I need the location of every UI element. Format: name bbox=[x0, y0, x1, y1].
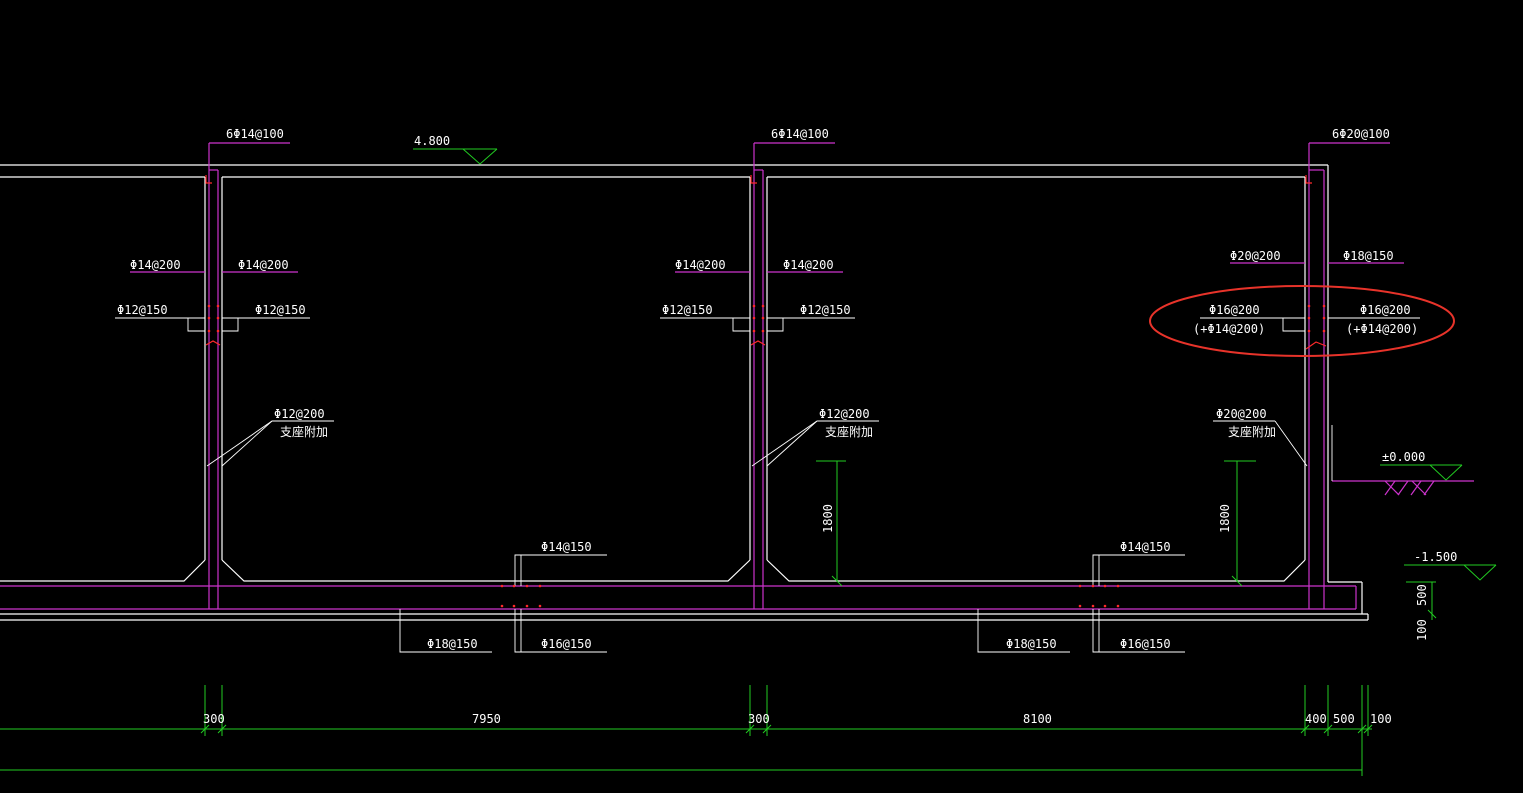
col1-upper-left: Φ14@200 bbox=[130, 258, 181, 272]
col3-top-bars: 6Φ20@100 bbox=[1332, 127, 1390, 141]
col2-haunch-bar: Φ12@200 bbox=[819, 407, 870, 421]
dim-bay1-span: 7950 bbox=[472, 712, 501, 726]
dim-blinding-edge: 100 bbox=[1370, 712, 1392, 726]
col3-upper-right: Φ18@150 bbox=[1343, 249, 1394, 263]
bay2-slab-bottom-left: Φ18@150 bbox=[1006, 637, 1057, 651]
vertical-dims: 1800 1800 500 100 bbox=[816, 460, 1437, 641]
col3-haunch-note: 支座附加 bbox=[1228, 424, 1276, 439]
col3-mid-left-extra: (+Φ14@200) bbox=[1193, 322, 1265, 336]
dim-slab-thickness: 500 bbox=[1415, 584, 1429, 606]
elevation-marker-ground: ±0.000 bbox=[1380, 450, 1463, 481]
dim-overhang: 500 bbox=[1333, 712, 1355, 726]
col2-mid-right: Φ12@150 bbox=[800, 303, 851, 317]
col2-upper-right: Φ14@200 bbox=[783, 258, 834, 272]
wall-outlines bbox=[0, 164, 1369, 621]
slab-labels: Φ14@150 Φ18@150 Φ16@150 Φ14@150 Φ18@150 … bbox=[427, 540, 1171, 651]
col2-mid-left: Φ12@150 bbox=[662, 303, 713, 317]
elevation-bottom-label: -1.500 bbox=[1414, 550, 1457, 564]
dim-bay2-height: 1800 bbox=[1218, 504, 1232, 533]
col1-top-bars: 6Φ14@100 bbox=[226, 127, 284, 141]
dim-bay1-height: 1800 bbox=[821, 504, 835, 533]
col2-haunch-note: 支座附加 bbox=[825, 424, 873, 439]
rebar-lines bbox=[0, 142, 1474, 610]
col3-mid-right: Φ16@200 bbox=[1360, 303, 1411, 317]
bay1-slab-bottom-left: Φ18@150 bbox=[427, 637, 478, 651]
dim-col1-width: 300 bbox=[203, 712, 225, 726]
col1-haunch-bar: Φ12@200 bbox=[274, 407, 325, 421]
col2-upper-left: Φ14@200 bbox=[675, 258, 726, 272]
horizontal-dims: 300 7950 300 8100 400 500 100 bbox=[0, 685, 1392, 776]
elevation-top-label: 4.800 bbox=[414, 134, 450, 148]
elevation-marker-top: 4.800 bbox=[413, 134, 498, 165]
column-3-labels: 6Φ20@100 Φ20@200 Φ18@150 Φ16@200 (+Φ14@2… bbox=[1193, 127, 1418, 439]
elevation-ground-label: ±0.000 bbox=[1382, 450, 1425, 464]
column-1-labels: 6Φ14@100 Φ14@200 Φ14@200 Φ12@150 Φ12@150… bbox=[117, 127, 328, 439]
highlight-ellipse bbox=[1149, 285, 1455, 357]
col1-mid-right: Φ12@150 bbox=[255, 303, 306, 317]
rebar-dots bbox=[207, 304, 1326, 608]
col3-mid-left: Φ16@200 bbox=[1209, 303, 1260, 317]
bay1-slab-top: Φ14@150 bbox=[541, 540, 592, 554]
bay2-slab-top: Φ14@150 bbox=[1120, 540, 1171, 554]
col3-haunch-bar: Φ20@200 bbox=[1216, 407, 1267, 421]
corner-bars bbox=[205, 175, 1327, 350]
col1-haunch-note: 支座附加 bbox=[280, 424, 328, 439]
leader-lines bbox=[115, 317, 1420, 653]
col2-top-bars: 6Φ14@100 bbox=[771, 127, 829, 141]
bay1-slab-bottom-right: Φ16@150 bbox=[541, 637, 592, 651]
dim-blinding: 100 bbox=[1415, 619, 1429, 641]
dim-col2-width: 300 bbox=[748, 712, 770, 726]
column-2-labels: 6Φ14@100 Φ14@200 Φ14@200 Φ12@150 Φ12@150… bbox=[662, 127, 873, 439]
col1-upper-right: Φ14@200 bbox=[238, 258, 289, 272]
dim-col3-width: 400 bbox=[1305, 712, 1327, 726]
dim-bay2-span: 8100 bbox=[1023, 712, 1052, 726]
col3-mid-right-extra: (+Φ14@200) bbox=[1346, 322, 1418, 336]
bay2-slab-bottom-right: Φ16@150 bbox=[1120, 637, 1171, 651]
elevation-marker-bottom: -1.500 bbox=[1404, 550, 1497, 581]
col1-mid-left: Φ12@150 bbox=[117, 303, 168, 317]
col3-upper-left: Φ20@200 bbox=[1230, 249, 1281, 263]
